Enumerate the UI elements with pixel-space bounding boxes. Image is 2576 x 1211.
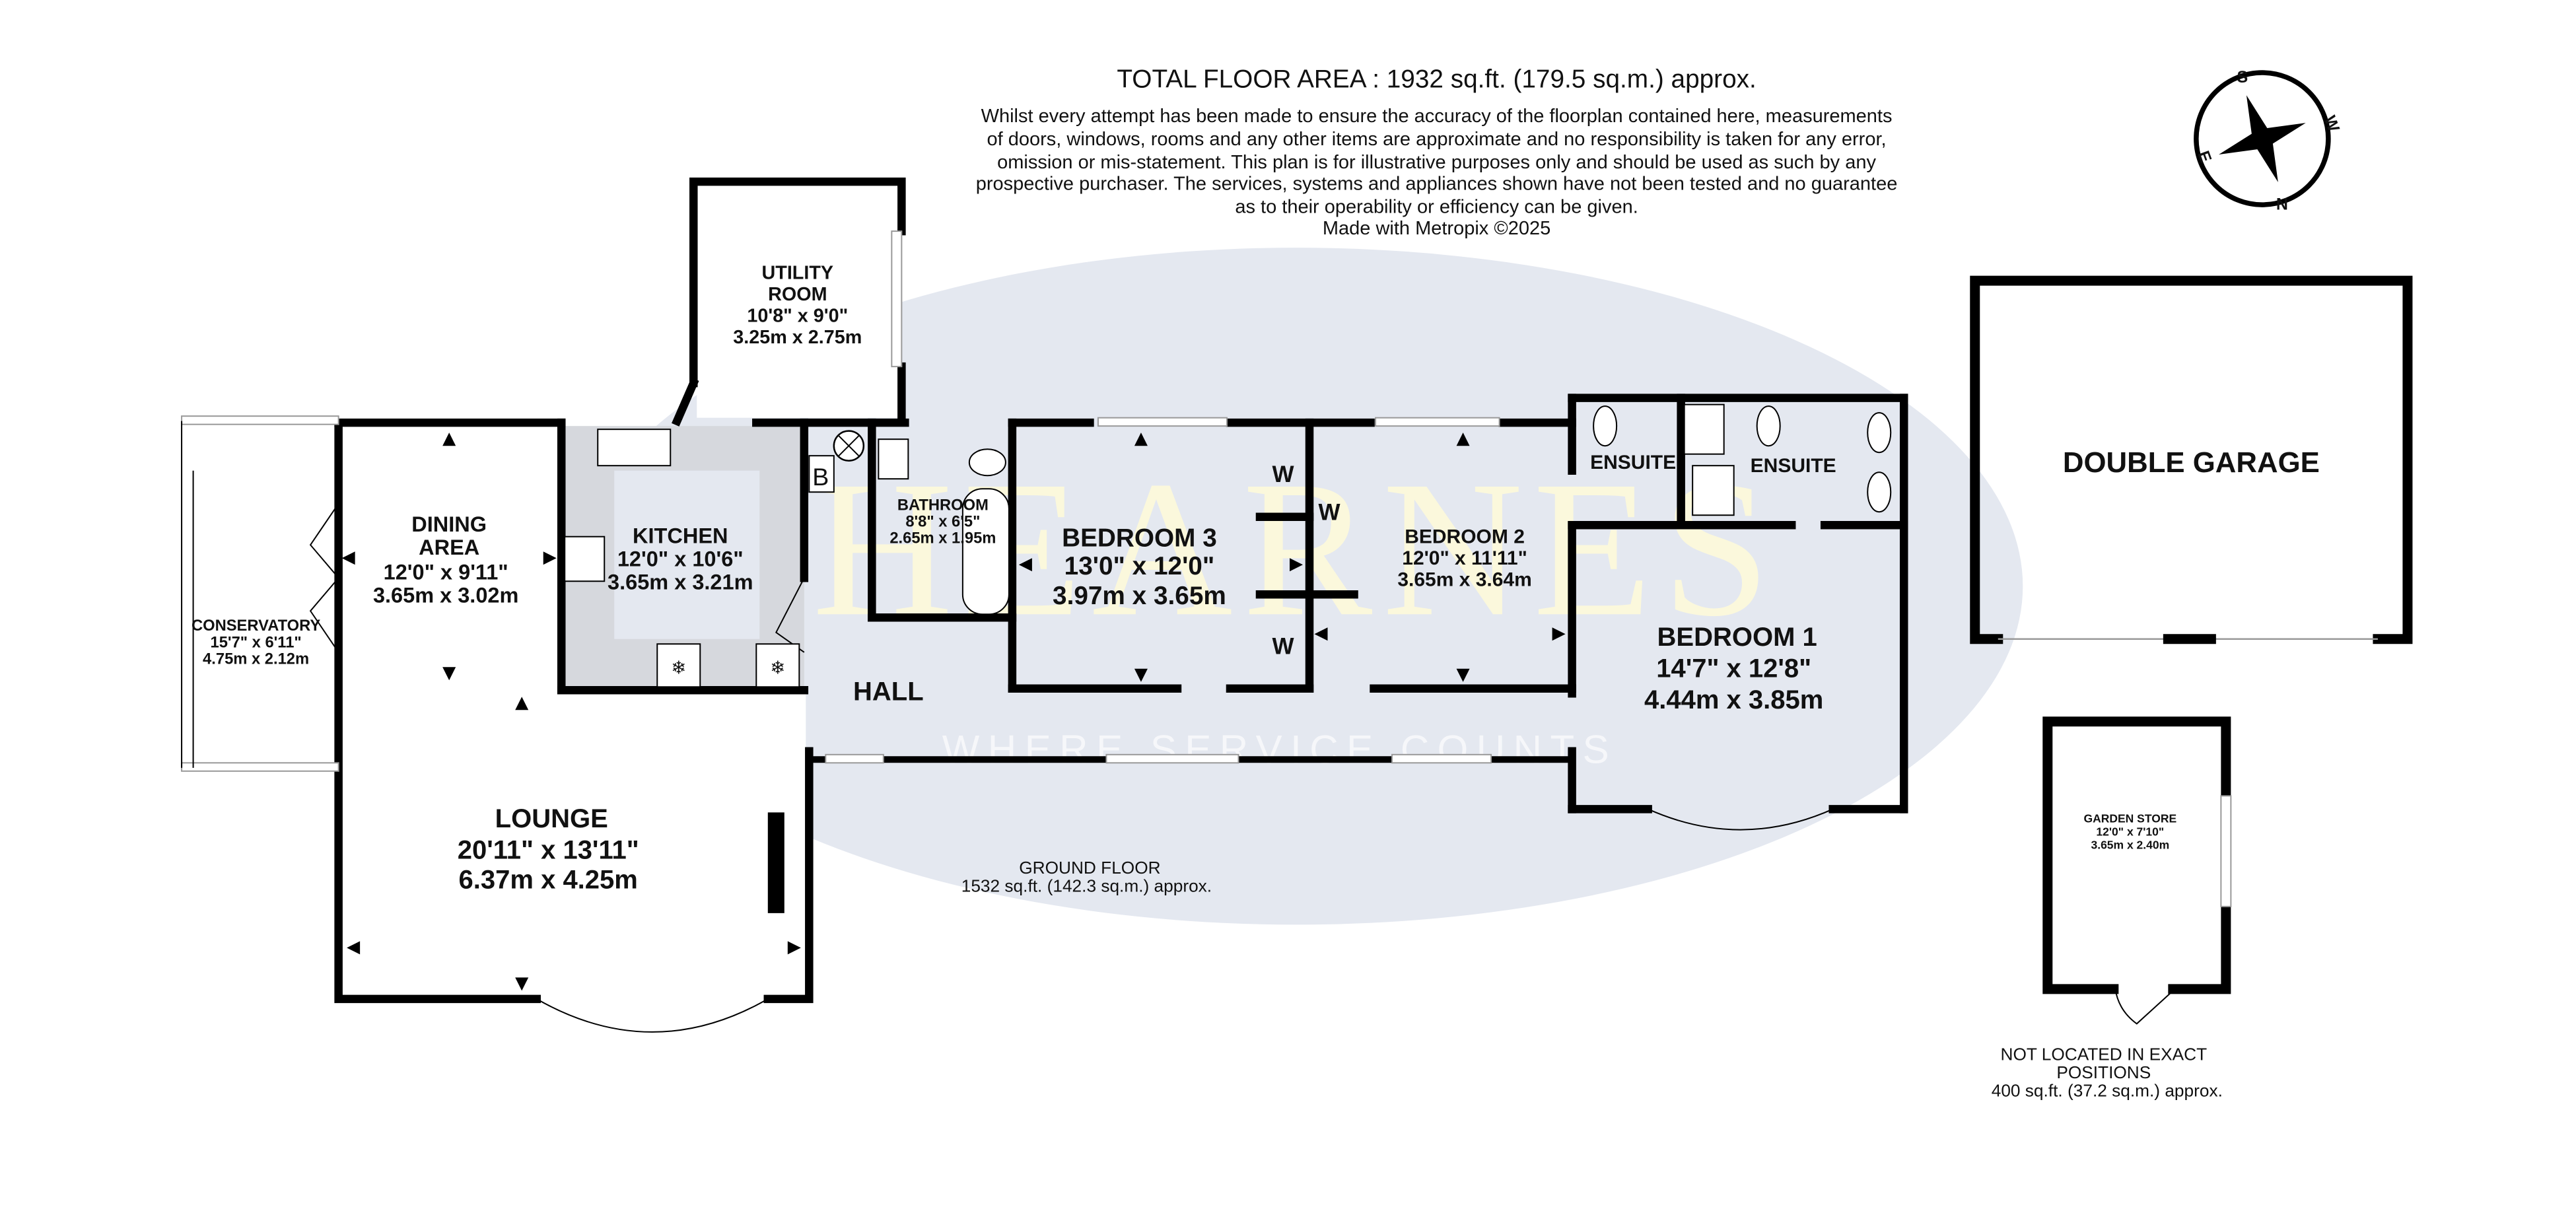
total-floor-area: TOTAL FLOOR AREA : 1932 sq.ft. (179.5 sq… (1117, 65, 1756, 94)
double-garage: DOUBLE GARAGE (1970, 275, 2413, 644)
sink-icon (597, 429, 672, 467)
disclaimer-line: of doors, windows, rooms and any other i… (987, 129, 1887, 150)
svg-text:4.44m x 3.85m: 4.44m x 3.85m (1644, 685, 1823, 714)
toilet-icon (968, 448, 1006, 477)
svg-text:3.65m x 3.02m: 3.65m x 3.02m (373, 584, 518, 607)
svg-text:3.97m x 3.65m: 3.97m x 3.65m (1053, 582, 1226, 610)
svg-text:3.65m x 3.21m: 3.65m x 3.21m (608, 571, 753, 594)
svg-text:3.65m x 2.40m: 3.65m x 2.40m (2091, 838, 2169, 851)
room-bedroom-1: BEDROOM 1 14'7" x 12'8" 4.44m x 3.85m (1644, 623, 1823, 714)
credit: Made with Metropix ©2025 (1323, 218, 1550, 239)
svg-text:AREA: AREA (419, 536, 479, 559)
svg-text:2.65m x 1.95m: 2.65m x 1.95m (889, 530, 996, 547)
svg-text:W: W (1272, 462, 1294, 487)
room-kitchen: KITCHEN 12'0" x 10'6" 3.65m x 3.21m (608, 524, 753, 594)
svg-text:3.65m x 3.64m: 3.65m x 3.64m (1397, 569, 1531, 591)
svg-text:15'7" x 6'11": 15'7" x 6'11" (211, 633, 302, 651)
freezer-icon (755, 643, 800, 688)
wardrobe-labels: W W W (1272, 462, 1340, 659)
svg-text:DOUBLE GARAGE: DOUBLE GARAGE (2063, 446, 2320, 479)
svg-text:ROOM: ROOM (768, 284, 827, 305)
svg-text:14'7" x 12'8": 14'7" x 12'8" (1656, 654, 1811, 683)
compass-icon: S W N E (2194, 68, 2343, 214)
svg-text:W: W (1318, 500, 1340, 526)
fridge-icon (656, 643, 701, 688)
svg-text:12'0" x 11'11": 12'0" x 11'11" (1402, 547, 1527, 569)
watermark-tagline: WHERE SERVICE COUNTS (942, 727, 1617, 771)
garden-store: GARDEN STORE 12'0" x 7'10" 3.65m x 2.40m… (1992, 716, 2232, 1100)
svg-text:❄: ❄ (671, 657, 686, 677)
ground-floor-label: GROUND FLOOR (1019, 858, 1160, 878)
svg-text:13'0" x 12'0": 13'0" x 12'0" (1064, 552, 1215, 580)
svg-text:BEDROOM 3: BEDROOM 3 (1062, 524, 1217, 553)
bath-icon (961, 488, 1010, 615)
svg-text:12'0" x 9'11": 12'0" x 9'11" (384, 561, 508, 584)
room-ensuite-2: ENSUITE (1751, 455, 1836, 477)
ground-floor-area: 1532 sq.ft. (142.3 sq.m.) approx. (961, 876, 1212, 895)
room-ensuite-1: ENSUITE (1590, 452, 1676, 473)
watermark-ellipse (569, 248, 2023, 925)
svg-text:LOUNGE: LOUNGE (495, 804, 608, 833)
hob-icon (564, 536, 606, 582)
svg-text:8'8" x 6'5": 8'8" x 6'5" (905, 513, 980, 531)
disclaimer-line: as to their operability or efficiency ca… (1235, 197, 1638, 218)
room-lounge: LOUNGE 20'11" x 13'11" 6.37m x 4.25m (458, 804, 639, 895)
svg-text:N: N (2276, 195, 2288, 214)
svg-text:KITCHEN: KITCHEN (633, 524, 728, 548)
svg-text:W: W (1272, 633, 1294, 659)
svg-text:BEDROOM 2: BEDROOM 2 (1405, 526, 1525, 548)
svg-text:BEDROOM 1: BEDROOM 1 (1657, 623, 1817, 652)
svg-text:POSITIONS: POSITIONS (2056, 1062, 2151, 1082)
room-bedroom-2: BEDROOM 2 12'0" x 11'11" 3.65m x 3.64m (1397, 526, 1531, 591)
svg-text:NOT LOCATED IN EXACT: NOT LOCATED IN EXACT (2001, 1044, 2208, 1064)
room-bathroom: BATHROOM 8'8" x 6'5" 2.65m x 1.95m (889, 497, 996, 547)
room-hall: HALL (853, 677, 924, 706)
svg-text:BATHROOM: BATHROOM (897, 497, 989, 514)
room-bedroom-3: BEDROOM 3 13'0" x 12'0" 3.97m x 3.65m (1053, 524, 1226, 611)
svg-text:UTILITY: UTILITY (762, 263, 834, 284)
boiler-icon (808, 455, 835, 493)
svg-text:6.37m x 4.25m: 6.37m x 4.25m (459, 865, 638, 894)
basin-icon (878, 438, 909, 480)
svg-text:B: B (812, 463, 829, 491)
svg-text:DINING: DINING (411, 512, 487, 536)
walls (334, 177, 1908, 1004)
room-conservatory: CONSERVATORY 15'7" x 6'11" 4.75m x 2.12m (191, 617, 320, 668)
svg-text:GARDEN STORE: GARDEN STORE (2083, 812, 2176, 825)
room-utility: UTILITY ROOM 10'8" x 9'0" 3.25m x 2.75m (733, 263, 862, 349)
svg-text:❄: ❄ (770, 657, 785, 677)
svg-text:400 sq.ft. (37.2 sq.m.) approx: 400 sq.ft. (37.2 sq.m.) approx. (1992, 1080, 2223, 1100)
disclaimer-line: prospective purchaser. The services, sys… (976, 174, 1898, 195)
svg-text:12'0" x 10'6": 12'0" x 10'6" (617, 547, 744, 571)
svg-text:10'8" x 9'0": 10'8" x 9'0" (747, 306, 848, 327)
disclaimer-line: omission or mis-statement. This plan is … (997, 152, 1876, 173)
svg-text:CONSERVATORY: CONSERVATORY (191, 617, 320, 635)
svg-text:20'11" x 13'11": 20'11" x 13'11" (458, 835, 639, 864)
disclaimer-line: Whilst every attempt has been made to en… (981, 106, 1893, 127)
svg-text:12'0" x 7'10": 12'0" x 7'10" (2096, 825, 2164, 838)
room-dining: DINING AREA 12'0" x 9'11" 3.65m x 3.02m (373, 512, 518, 607)
svg-text:4.75m x 2.12m: 4.75m x 2.12m (203, 650, 309, 668)
svg-text:S: S (2237, 68, 2248, 86)
svg-text:3.25m x 2.75m: 3.25m x 2.75m (733, 327, 862, 348)
